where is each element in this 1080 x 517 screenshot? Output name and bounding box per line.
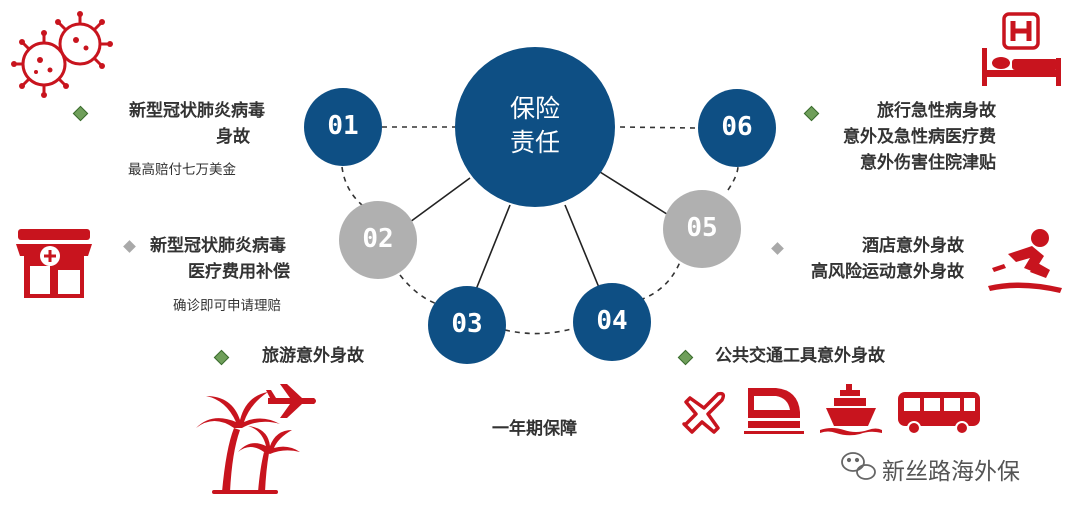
wechat-icon [841,452,876,480]
node-02-circle [339,201,417,279]
dash-03-04 [504,327,576,335]
clinic-icon [16,229,92,298]
item02-note: 确诊即可申请理赔 [173,298,281,314]
node-04-label: 04 [596,306,628,336]
dash-04-05 [639,261,681,301]
node-06-circle [698,89,776,167]
dash-center-06 [619,126,696,129]
solid-spokes [409,171,671,293]
center-title-line1: 保险 [509,94,560,123]
item06-line1: 旅行急性病身故 [877,101,996,121]
dash-01-02 [341,166,363,206]
item05-line2: 高风险运动意外身故 [811,262,964,282]
center-title: 保险 责任 [485,92,585,160]
dash-02-03 [399,274,441,306]
ship-icon [820,384,882,436]
bottom-label: 一年期保障 [492,419,577,439]
center-circle [455,47,615,207]
item02-line2: 医疗费用补偿 [188,262,290,282]
node-03-circle [428,286,506,364]
item01-note: 最高赔付七万美金 [128,162,236,178]
dashed-connectors [341,126,739,335]
watermark-text: 新丝路海外保 [882,459,1020,485]
spoke-02 [409,177,471,223]
spoke-03 [474,204,511,293]
item06-line3: 意外伤害住院津贴 [860,153,996,173]
dash-05-06 [727,165,739,191]
item02-line1: 新型冠状肺炎病毒 [150,236,286,256]
train-icon [744,388,804,434]
node-03-label: 03 [451,309,483,339]
palm-tree-icon [196,392,300,494]
item01-line1: 新型冠状肺炎病毒 [129,101,265,121]
node-05-label: 05 [686,213,718,243]
virus-icon [11,11,113,98]
item03-line1: 旅游意外身故 [262,346,364,366]
node-01-label: 01 [327,111,359,141]
bus-icon [898,392,980,435]
node-01-circle [304,88,382,166]
item06-line2: 意外及急性病医疗费 [843,127,996,147]
item04-line1: 公共交通工具意外身故 [715,346,885,366]
item05-line1: 酒店意外身故 [862,236,964,256]
node-02-label: 02 [362,224,394,254]
node-04-circle [573,283,651,361]
node-06-label: 06 [721,112,753,142]
center-title-line2: 责任 [509,128,560,157]
node-05-circle [663,190,741,268]
airplane-icon [266,384,316,418]
skier-icon [988,229,1062,293]
item01-line2: 身故 [216,127,250,147]
airplane-icon-transport [682,391,726,434]
hospital-bed-icon [982,12,1061,86]
spoke-04 [564,204,601,291]
spoke-05 [599,171,671,217]
